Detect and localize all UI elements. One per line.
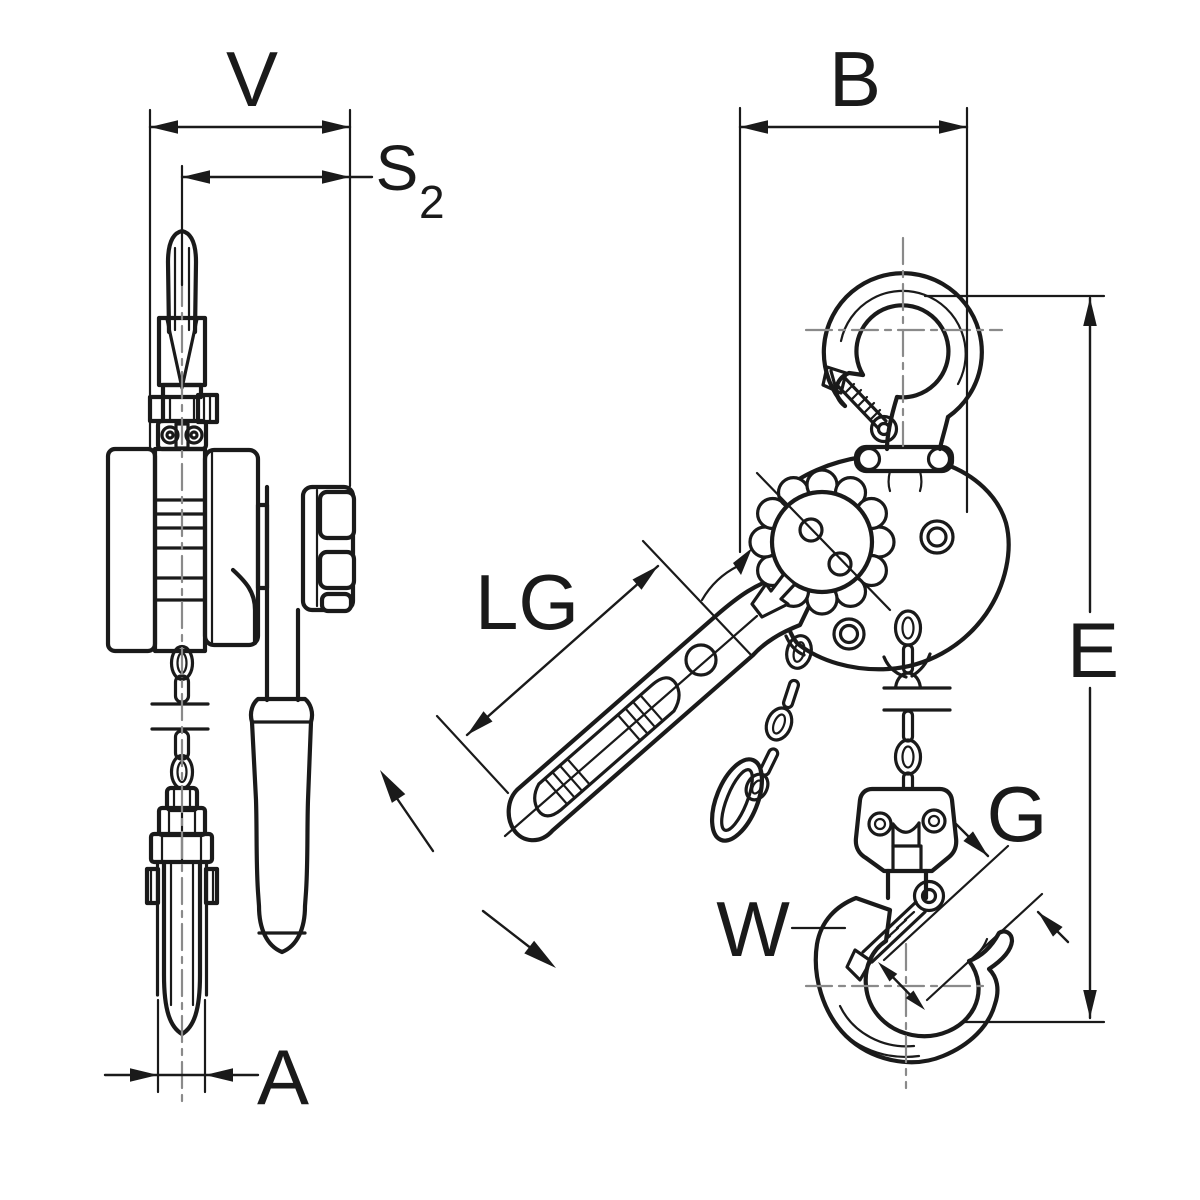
front-top-hook bbox=[804, 236, 1004, 493]
side-body bbox=[105, 446, 270, 654]
lever-motion-arrows bbox=[380, 770, 556, 968]
dimension-g: G bbox=[882, 770, 1070, 1002]
dim-label-v: V bbox=[226, 35, 278, 123]
dim-label-b: B bbox=[829, 35, 881, 123]
chain-end-ring bbox=[709, 757, 765, 843]
front-load-chain bbox=[880, 609, 954, 803]
dimensions: V S 2 B LG bbox=[103, 35, 1119, 1121]
lever-centerline bbox=[503, 614, 759, 838]
dim-label-e: E bbox=[1067, 606, 1119, 694]
front-slack-chain bbox=[709, 634, 813, 843]
dim-label-s2-base: S bbox=[376, 132, 419, 204]
side-top-hook bbox=[147, 228, 220, 452]
side-handwheel-knob bbox=[300, 484, 357, 614]
dim-label-lg: LG bbox=[475, 558, 579, 646]
dimension-v: V bbox=[148, 35, 352, 488]
dim-label-s2-subscript: 2 bbox=[419, 176, 445, 228]
dimension-a: A bbox=[103, 998, 309, 1121]
top-hook-safety-latch bbox=[821, 365, 899, 444]
dim-label-g: G bbox=[987, 770, 1048, 858]
front-handwheel bbox=[700, 468, 896, 619]
front-view bbox=[503, 236, 1015, 1090]
front-body-bolts bbox=[832, 519, 955, 651]
dimension-w: W bbox=[716, 885, 925, 1010]
dimension-lg: LG bbox=[435, 539, 754, 795]
dimension-s2: S 2 bbox=[180, 132, 445, 287]
dimension-e: E bbox=[923, 294, 1119, 1024]
side-view bbox=[105, 228, 357, 1108]
rotation-arrowhead bbox=[733, 548, 752, 575]
side-lever-handle bbox=[230, 484, 315, 955]
dim-label-a: A bbox=[257, 1033, 309, 1121]
front-bottom-hook bbox=[804, 786, 1015, 1090]
freewheel-direction-arrow bbox=[750, 572, 797, 619]
side-load-chain bbox=[150, 644, 210, 791]
dim-label-w: W bbox=[716, 885, 790, 973]
dimension-b: B bbox=[738, 35, 969, 554]
bottom-hook-safety-latch bbox=[845, 879, 946, 982]
